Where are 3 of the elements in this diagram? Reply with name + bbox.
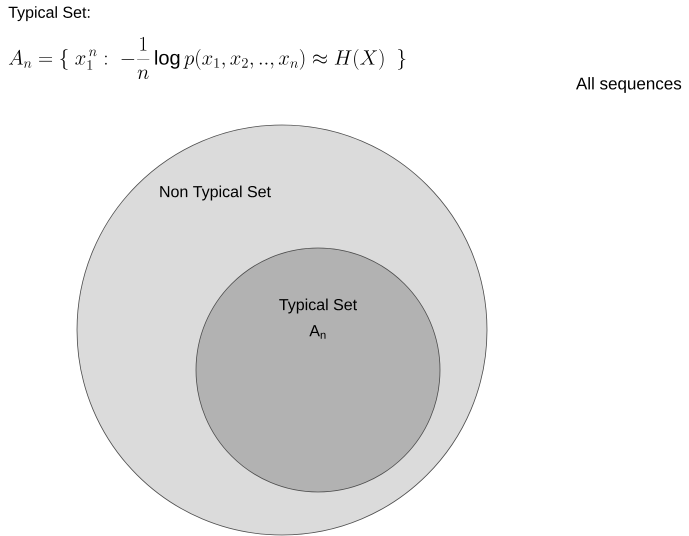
region-label: All sequences <box>576 77 682 93</box>
formula: $A_n = \{\ x_1^{\,n}:\ -\frac{1}{n}\log p(x_1, x_2,..,x_n)\approx H(X)\ \ \}$ <box>8 36 406 79</box>
title: Typical Set: <box>8 6 90 22</box>
